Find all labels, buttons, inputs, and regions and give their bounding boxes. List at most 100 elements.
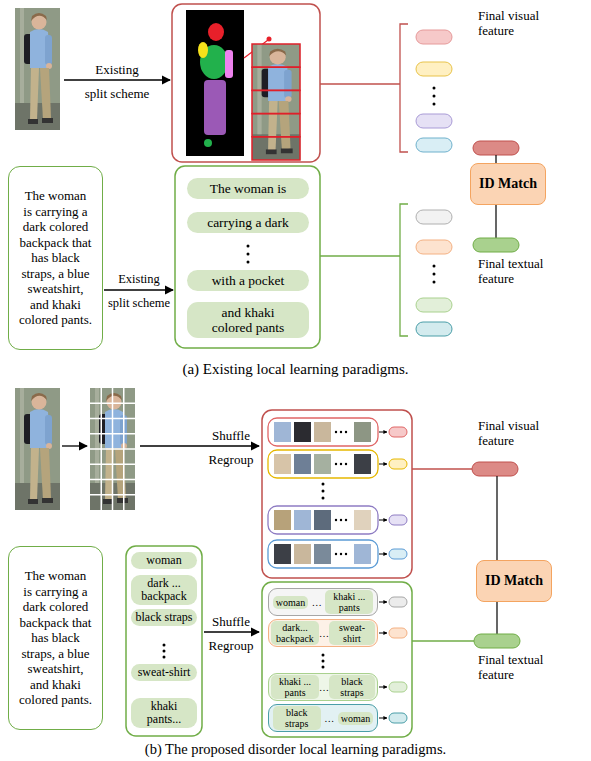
description-text: The woman is carrying a dark colored bac… (19, 188, 92, 328)
arrow-label: Regroup (199, 638, 263, 653)
split-arrow (62, 445, 87, 446)
id-match-box: ID Match (470, 163, 546, 205)
patch-group-row (274, 544, 291, 564)
node-text: black straps (134, 611, 194, 624)
patch-group-row (340, 463, 342, 465)
segmentation-map (225, 50, 233, 78)
visual-local-features (416, 138, 452, 152)
ellipsis-dots (247, 253, 250, 256)
arrow-label: Existing (66, 62, 168, 77)
textual-regroup-panel (262, 582, 412, 737)
patch-group-row (335, 463, 337, 465)
patch-group-row (389, 549, 407, 559)
patch-group-row (268, 506, 378, 534)
ellipsis-dots (247, 261, 250, 264)
patch-group-row (322, 497, 325, 500)
shuffle-arrow (140, 445, 259, 446)
word-pill: dark... backpack (271, 621, 319, 645)
textual-group-feature (379, 602, 387, 603)
word-pill: black straps (273, 706, 321, 730)
patch-grid-photo (90, 433, 135, 435)
textual-group-feature (379, 718, 387, 719)
word-pill: woman (338, 712, 373, 725)
patch-group-row (379, 432, 387, 433)
feature-label: Final visual feature (478, 418, 568, 448)
final-feature-links (412, 468, 472, 469)
patch-group-row (314, 510, 331, 530)
final-feature-links (412, 640, 474, 641)
textual-local-features (433, 273, 436, 276)
patch-group-row (294, 422, 311, 442)
arrow-label: Shuffle (199, 614, 263, 629)
patch-group-row (379, 464, 387, 465)
patch-grid-photo (90, 448, 135, 450)
ellipsis-dots (322, 660, 325, 663)
id-match-box: ID Match (476, 560, 552, 602)
ellipsis-dots (247, 245, 250, 264)
final-feature-links (473, 238, 519, 252)
split-arrow (104, 289, 173, 290)
textual-group-feature (379, 687, 387, 688)
textual-group-feature (379, 597, 407, 723)
segmentation-map (208, 23, 224, 41)
patch-grid-photo (90, 479, 135, 481)
patch-group-row (354, 422, 371, 442)
node-text: khaki pants... (134, 700, 194, 726)
patch-group-row (345, 519, 347, 521)
textual-local-features (416, 210, 452, 224)
node-text: carrying a dark (191, 215, 305, 230)
patch-group-row (268, 450, 378, 478)
patch-group-row (268, 418, 407, 568)
visual-local-features (433, 103, 436, 106)
patch-group-row (335, 553, 337, 555)
stripe-parts (252, 90, 300, 113)
patch-group-row (268, 418, 378, 446)
patch-group-row (340, 553, 342, 555)
patch-group-row (389, 427, 407, 437)
final-feature-links (474, 634, 520, 648)
regrouped-bar: …dark... backpacksweat-shirt (268, 619, 378, 647)
textual-local-features (320, 204, 452, 336)
patch-group-row (354, 454, 371, 474)
segmentation-map (204, 139, 212, 147)
node-text: woman (276, 597, 305, 608)
person-photo (15, 8, 60, 130)
patch-group-row (268, 540, 378, 568)
segmentation-map (198, 42, 208, 58)
patch-group-row (294, 454, 311, 474)
patch-group-row (274, 510, 291, 530)
visual-split-panel (172, 4, 320, 162)
word-pill: khaki pants... (131, 698, 197, 728)
word-pill: dark ... backpack (131, 575, 197, 605)
final-feature-links (472, 462, 518, 476)
patch-group-row (345, 431, 347, 433)
visual-local-features (416, 114, 452, 128)
stripe-parts (252, 44, 300, 160)
word-pill: black straps (131, 609, 197, 626)
textual-local-features (416, 298, 452, 312)
patch-group-row (354, 544, 371, 564)
ellipsis-dots (163, 650, 166, 653)
node-text: black straps (332, 676, 372, 698)
split-arrow (64, 79, 170, 80)
word-pill: khaki ... pants (325, 590, 373, 614)
word-pill: woman (273, 596, 308, 609)
patch-group-row (314, 454, 331, 474)
node-text: woman (341, 713, 370, 724)
person-photo (15, 8, 60, 130)
node-text: ID Match (479, 176, 537, 192)
stripe-parts (252, 44, 300, 67)
description-text: The woman is carrying a dark colored bac… (19, 568, 92, 708)
feature-label: Final textual feature (478, 256, 568, 286)
segmentation-map (204, 80, 226, 135)
word-pill: woman (131, 552, 197, 569)
textual-local-features (416, 322, 452, 336)
stripe-parts (252, 67, 300, 90)
ellipsis-dots (163, 656, 166, 659)
regrouped-bar: …black strapswoman (268, 704, 378, 732)
patch-grid-photo (90, 494, 135, 496)
subfigure-caption: (a) Existing local learning paradigms. (0, 360, 591, 378)
phrase-pill: The woman is (187, 178, 309, 199)
regrouped-bar: …womankhaki ... pants (268, 588, 378, 616)
word-pill: sweat-shirt (131, 664, 197, 681)
